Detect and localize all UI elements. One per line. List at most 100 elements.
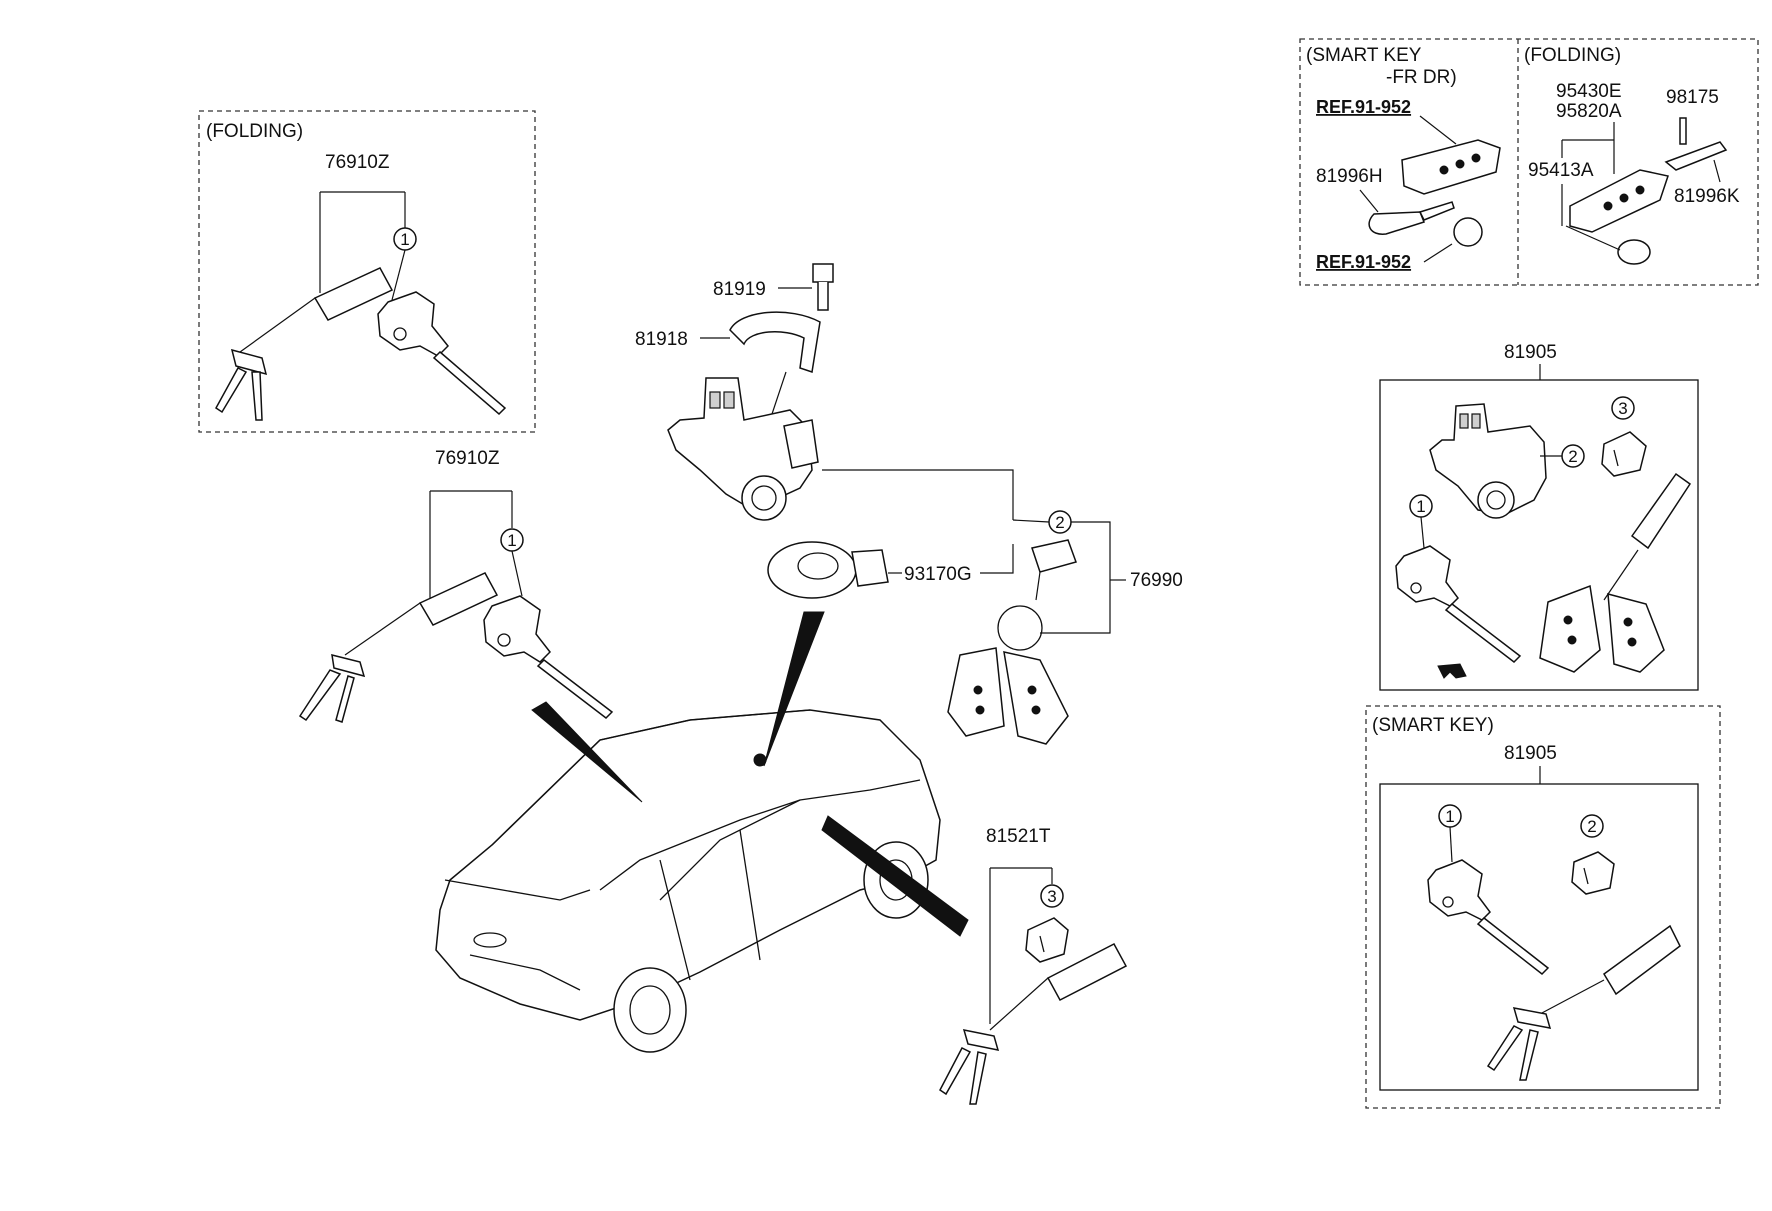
lock-cylinder-icon [483,595,614,719]
key-blade-icon [1664,141,1728,171]
leader-ref-bottom [1423,243,1453,263]
lock-cylinder-icon [377,291,507,416]
leader-76910z-folding [319,191,406,293]
key-tag-icon [1603,472,1692,601]
part-number-81521t[interactable]: 81521T [986,826,1051,847]
svg-text:2: 2 [1587,817,1596,836]
pointer-to-door [821,815,969,937]
key-fob-pair-icon [947,539,1077,745]
key-tag-icon [1539,924,1681,1015]
leader-callout-2-76990 [1012,519,1111,634]
folding-key-fob-icon [1569,169,1669,233]
key-tag-icon [989,942,1128,1031]
pointer-to-ignition [763,611,825,767]
door-cap-icon [1601,431,1647,477]
smart-key-fr-dr-label-line2: -FR DR) [1386,67,1457,88]
leader-95430e [1561,122,1615,174]
leader-81996k [1713,159,1721,183]
pointer-lines [531,611,969,937]
part-number-81919[interactable]: 81919 [713,279,766,300]
bolt-icon [812,263,834,311]
svg-text:1: 1 [507,531,516,550]
key-group-76910z: 76910Z 1 [298,448,614,723]
smart-key-fob-icon [1401,139,1501,195]
part-number-81905-upper[interactable]: 81905 [1504,342,1557,363]
key-tag-icon [344,572,499,656]
reference-link-bottom[interactable]: REF.91-952 [1316,252,1411,272]
key-group-81521t: 81521T 3 [939,826,1128,1105]
part-number-81905-lower[interactable]: 81905 [1504,743,1557,764]
smart-key-reference-group: (SMART KEY -FR DR) REF.91-952 81996H REF… [1299,38,1759,286]
leader-81521t [989,867,1053,1024]
immobilizer-coil-icon [767,541,889,599]
smart-key-label-bottom: (SMART KEY) [1372,715,1494,736]
part-number-98175[interactable]: 98175 [1666,87,1719,108]
leader-callout-1 [391,249,406,301]
lock-set-box-upper [1379,379,1699,691]
ignition-switch-icon [667,377,819,521]
svg-text:1: 1 [400,230,409,249]
callout-3: 3 [1040,884,1064,908]
coin-battery-icon [1565,225,1651,265]
smart-key-box-bottom [1365,705,1721,1109]
callout-2: 2 [1580,814,1604,838]
callout-3: 3 [1611,396,1635,420]
folding-key-icon [298,653,366,723]
svg-text:3: 3 [1047,887,1056,906]
coin-battery-icon [1453,217,1483,247]
part-number-76910z-folding[interactable]: 76910Z [325,152,390,173]
folding-key-icon [1486,1007,1552,1081]
folding-label-left: (FOLDING) [206,121,303,142]
key-tag-icon [239,267,394,353]
lock-cylinder-icon [1395,545,1522,663]
leader-81996h [1359,189,1379,213]
key-pin-icon [1679,117,1687,145]
svg-text:1: 1 [1416,497,1425,516]
callout-1: 1 [1409,494,1433,518]
leader-ref-top [1419,115,1457,145]
part-number-95413a[interactable]: 95413A [1528,160,1594,181]
folding-box-left [198,110,536,433]
folding-key-icon [939,1029,1000,1105]
clip-icon [1437,663,1467,679]
part-number-81996k[interactable]: 81996K [1674,186,1740,207]
leader-76910z [429,490,513,598]
pointer-to-tailgate [531,701,643,803]
svg-text:1: 1 [1445,807,1454,826]
part-number-93170g[interactable]: 93170G [904,564,972,585]
smart-key-lock-set-group: (SMART KEY) 81905 1 2 [1365,705,1721,1109]
part-number-81996h[interactable]: 81996H [1316,166,1383,187]
bracket-icon [729,311,821,373]
callout-2: 2 [1048,510,1072,534]
part-number-76910z[interactable]: 76910Z [435,448,500,469]
part-number-76990[interactable]: 76990 [1130,570,1183,591]
ignition-location-dot [753,753,767,767]
ignition-assembly-group: 81919 81918 93170G 2 [635,263,1183,745]
smart-key-reference-box [1299,38,1759,286]
leader-callout-1 [1420,516,1425,549]
smart-key-fr-dr-label-line1: (SMART KEY [1306,45,1422,66]
leader-bracket [769,371,787,421]
door-cap-icon [1025,917,1069,963]
lock-set-box-lower [1379,783,1699,1091]
leader-callout-1 [511,550,523,597]
callout-1: 1 [393,227,417,251]
leader-callout-2-ignition [822,469,1014,574]
folding-key-icon [215,348,268,421]
vehicle-icon [435,709,941,1053]
part-number-95820a[interactable]: 95820A [1556,101,1622,122]
callout-1: 1 [1438,804,1462,828]
svg-text:2: 2 [1055,513,1064,532]
door-cap-icon [1571,851,1615,895]
part-number-81918[interactable]: 81918 [635,329,688,350]
folding-key-group-left: (FOLDING) 76910Z 1 [198,110,536,433]
svg-text:3: 3 [1618,399,1627,418]
emergency-key-icon [1368,201,1455,235]
reference-link-top[interactable]: REF.91-952 [1316,97,1411,117]
svg-text:2: 2 [1568,447,1577,466]
callout-1: 1 [500,528,524,552]
part-number-95430e[interactable]: 95430E [1556,81,1622,102]
folding-label-right: (FOLDING) [1524,45,1621,66]
lock-cylinder-icon [1427,859,1550,975]
